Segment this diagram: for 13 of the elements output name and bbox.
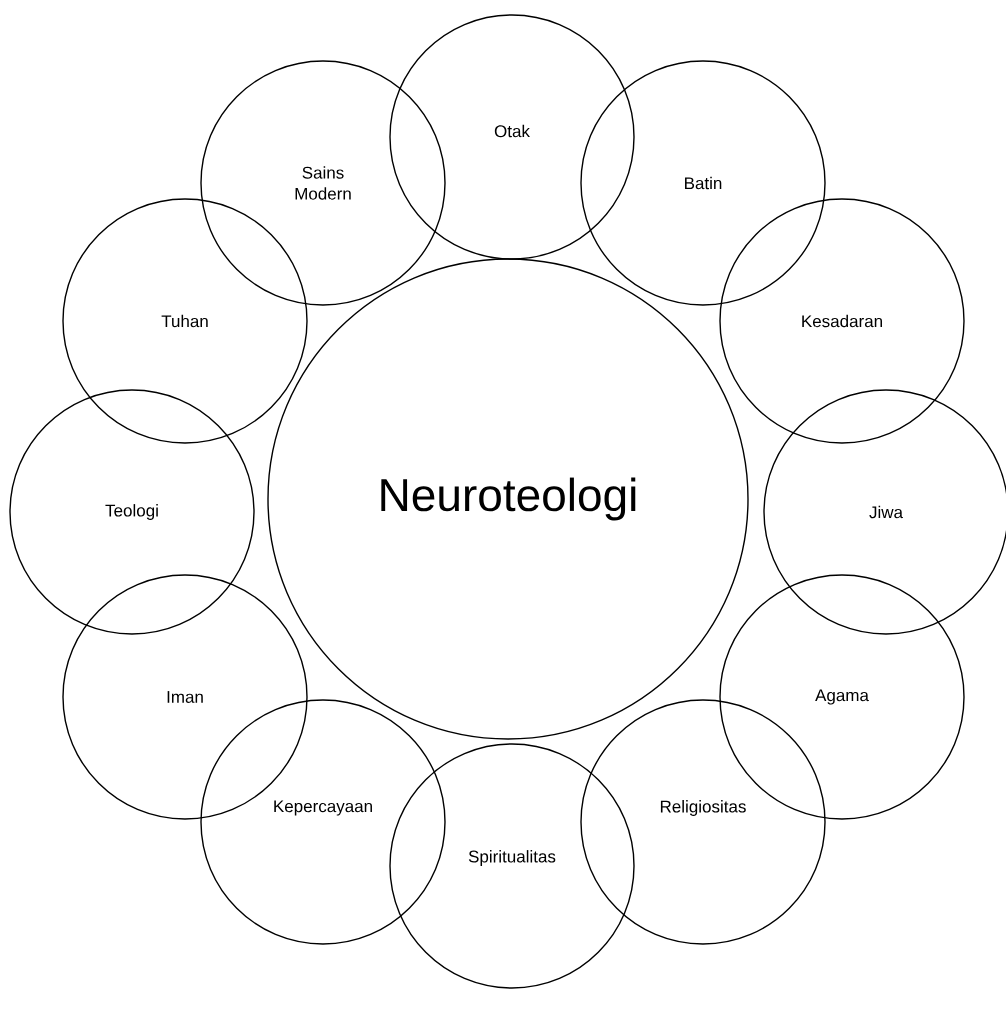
topic-label: Teologi — [105, 504, 158, 520]
topic-label: Religiositas — [660, 800, 746, 816]
topic-label: Otak — [494, 124, 530, 138]
topic-label: Batin — [685, 176, 722, 190]
center-label: Neuroteologi — [381, 477, 636, 521]
topic-label: Jiwa — [869, 505, 903, 519]
topic-label: Agama — [815, 689, 869, 705]
topic-label: Tuhan — [161, 314, 208, 328]
topic-label: Spiritualitas — [468, 850, 556, 866]
topic-label: Sains Modern — [295, 166, 351, 200]
topic-label: Kepercayaan — [274, 800, 372, 816]
topic-label: Iman — [167, 691, 203, 703]
topic-label: Kesadaran — [802, 314, 882, 328]
